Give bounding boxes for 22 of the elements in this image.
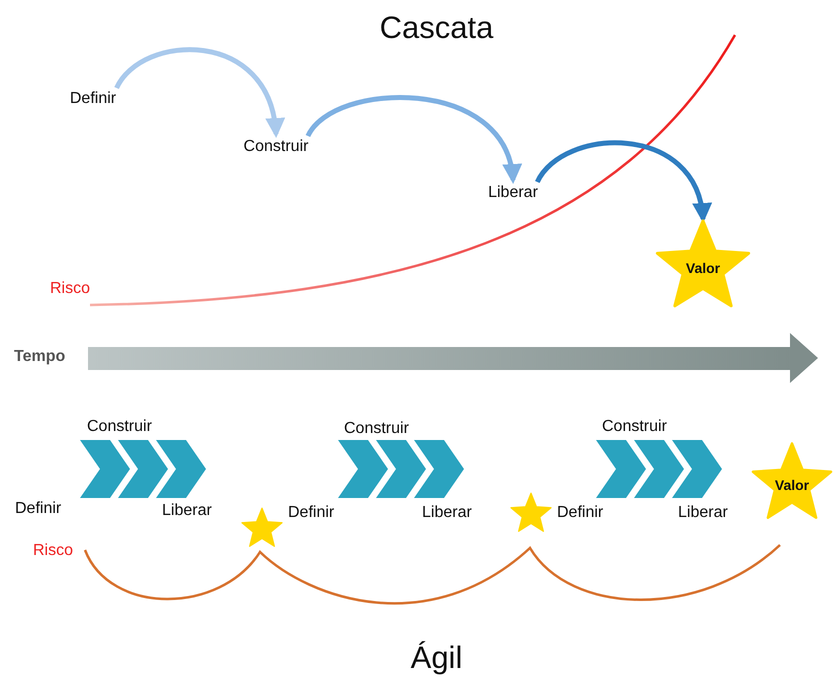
- curved-arrow: [114, 47, 284, 138]
- step-label: Liberar: [162, 502, 212, 520]
- step-label: Liberar: [488, 184, 538, 202]
- step-label: Definir: [288, 504, 334, 522]
- curved-arrow: [306, 95, 520, 184]
- risk-label: Risco: [33, 542, 74, 560]
- step-label: Construir: [344, 420, 409, 438]
- step-label: Definir: [557, 504, 604, 522]
- step-label: Definir: [15, 500, 62, 518]
- step-label: Construir: [602, 418, 667, 436]
- risk-label: Risco: [50, 280, 90, 298]
- curved-arrow: [535, 140, 710, 223]
- time-label: Tempo: [14, 348, 66, 366]
- step-label: Construir: [87, 418, 152, 436]
- caption: Ágil: [410, 640, 464, 676]
- star-label: Valor: [774, 477, 810, 493]
- step-label: Liberar: [422, 504, 472, 522]
- step-label: Construir: [244, 138, 308, 156]
- step-label: Liberar: [678, 504, 728, 522]
- star-label: Valor: [686, 260, 720, 276]
- title: Cascata: [378, 10, 494, 46]
- step-label: Definir: [70, 90, 116, 108]
